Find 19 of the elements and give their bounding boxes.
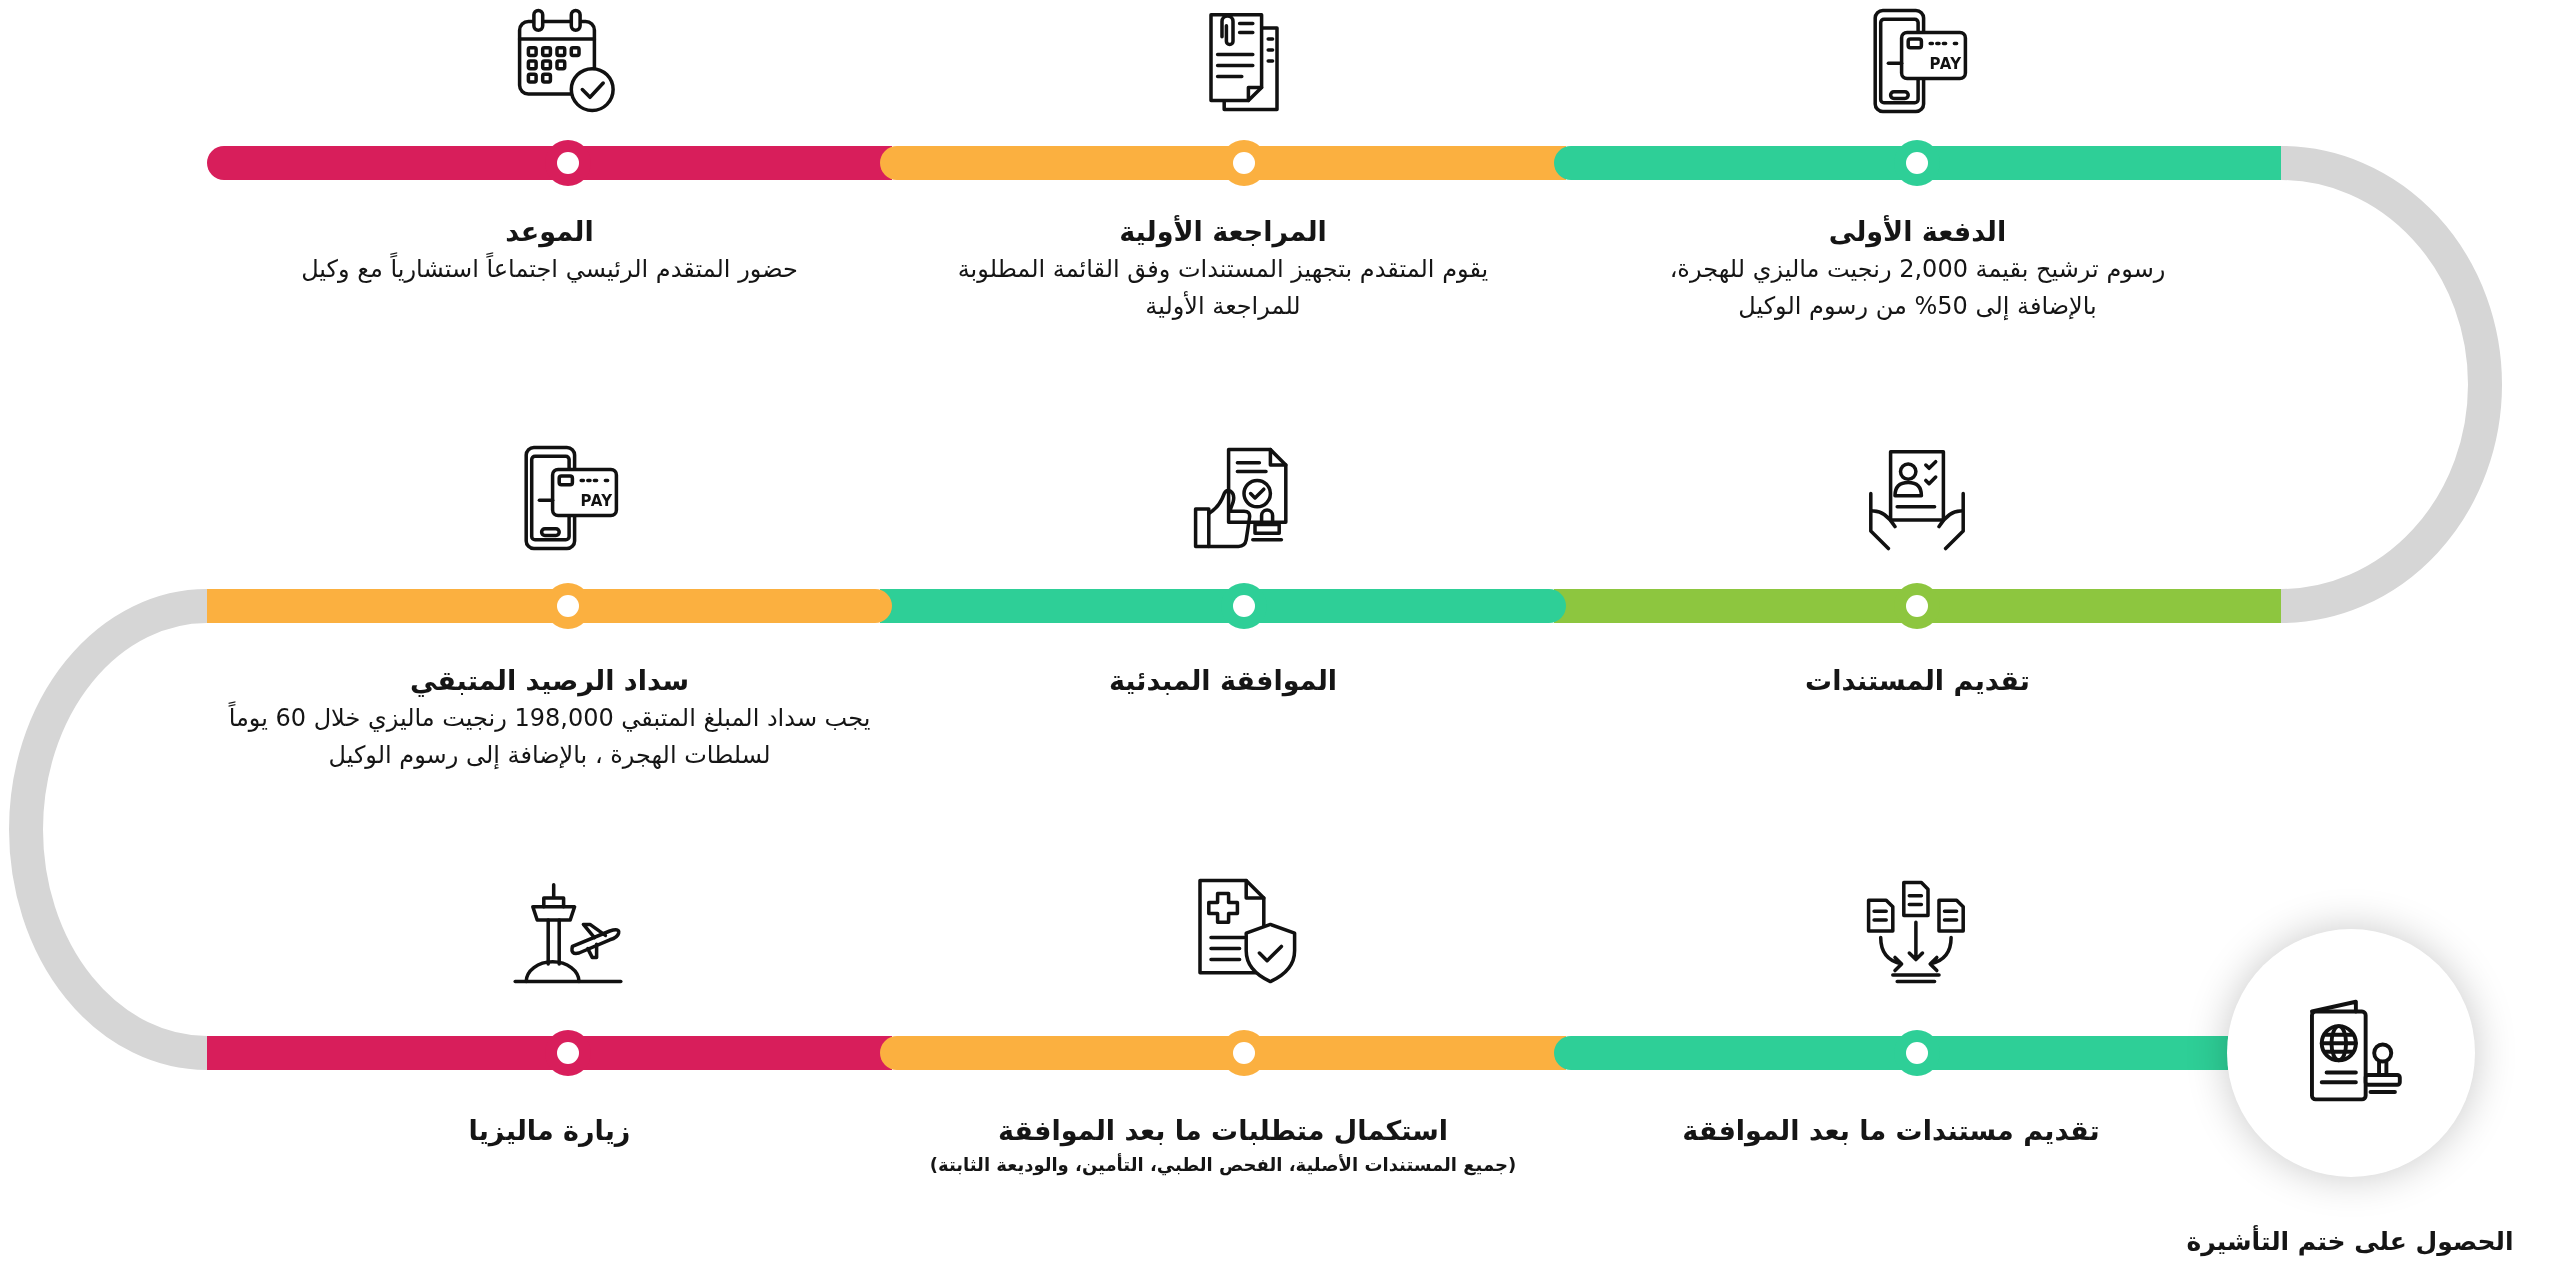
step-description: حضور المتقدم الرئيسي اجتماعاً استشارياً مع وكيل	[301, 251, 798, 288]
card-text: PAY	[580, 493, 613, 510]
step-title: الحصول على ختم التأشيرة	[2186, 1224, 2514, 1259]
step-title: استكمال متطلبات ما بعد الموافقة	[997, 1114, 1449, 1149]
step-description: رسوم ترشيح بقيمة 2,000 رنجيت ماليزي للهجرة، بالإضافة إلى 50% من رسوم الوكيل	[1668, 254, 2167, 322]
step-title: الموعد	[505, 215, 594, 250]
timeline-curve	[9, 589, 209, 1070]
timeline-curve	[2279, 146, 2502, 623]
step-title: تقديم مستندات ما بعد الموافقة	[1682, 1114, 2100, 1149]
step-note: (جميع المستندات الأصلية، الفحص الطبي، التأمين، والوديعة الثابتة)	[929, 1152, 1517, 1178]
step-title: المراجعة الأولية	[1119, 214, 1327, 250]
step-title: سداد الرصيد المتبقي	[409, 664, 690, 699]
step-title: الموافقة المبدئية	[1108, 664, 1338, 699]
step-description: يجب سداد المبلغ المتبقي 198,000 رنجيت ماليزي خلال 60 يوماً لسلطات الهجرة ، بالإضافة إلى رسوم الوكيل	[209, 700, 890, 774]
step-title: تقديم المستندات	[1805, 664, 2030, 698]
card-text: PAY	[1929, 56, 1962, 73]
step-title: الدفعة الأولى	[1828, 214, 2007, 250]
step-description: يقوم المتقدم بتجهيز المستندات وفق القائمة المطلوبة للمراجعة الأولية	[956, 254, 1490, 322]
step-title: زيارة ماليزيا	[468, 1114, 631, 1149]
